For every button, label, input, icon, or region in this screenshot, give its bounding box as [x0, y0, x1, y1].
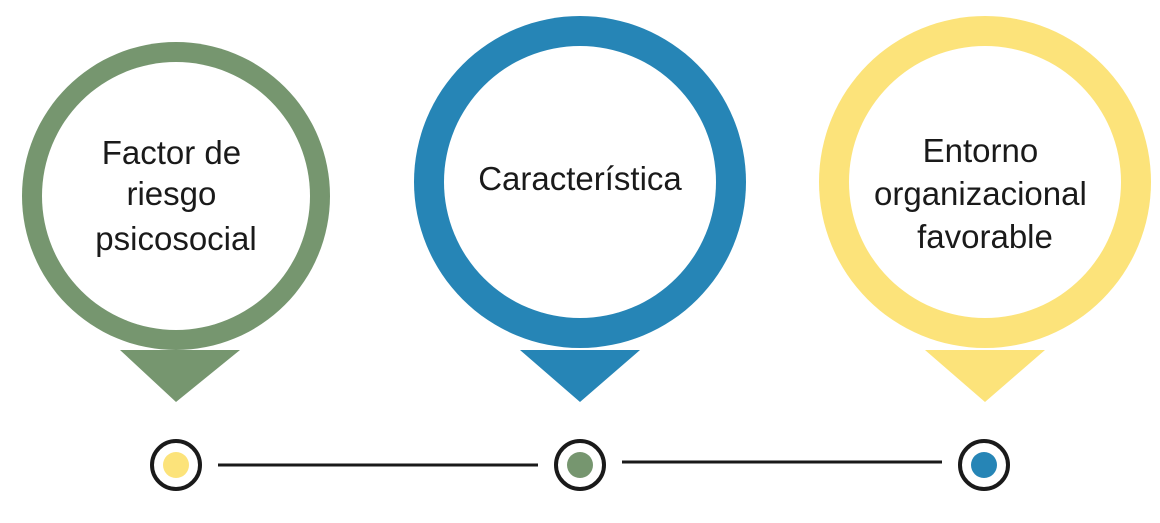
- timeline-marker-3: [958, 439, 1010, 491]
- pin-entorno-organizacional: Entorno organizacional favorable: [819, 16, 1151, 402]
- pin-caracteristica: Característica: [414, 16, 746, 402]
- pin-inner-circle: [444, 46, 716, 318]
- svg-text:Característica: Característica: [478, 160, 682, 197]
- pin-inner-circle: [42, 62, 310, 330]
- marker-dot: [163, 452, 189, 478]
- pin-factor-de-riesgo: Factor de riesgo psicosocial: [22, 42, 330, 402]
- svg-text:Factor de riesgo p: Factor de riesgo psicosocial: [95, 134, 256, 257]
- pin-label-line: psicosocial: [95, 220, 256, 257]
- pin-inner-circle: [849, 46, 1121, 318]
- pin-label-line: riesgo: [126, 175, 216, 212]
- timeline-marker-2: [554, 439, 606, 491]
- marker-dot: [971, 452, 997, 478]
- pin-label-line: organizacional: [874, 175, 1087, 212]
- pin-pointer: [925, 350, 1045, 402]
- pin-label-line: Característica: [478, 160, 682, 197]
- pin-label-line: Factor de: [102, 134, 241, 171]
- pin-pointer: [120, 350, 240, 402]
- pin-label-line: Entorno: [923, 132, 1039, 169]
- pin-label-line: favorable: [917, 218, 1053, 255]
- timeline-marker-1: [150, 439, 202, 491]
- marker-dot: [567, 452, 593, 478]
- pin-pointer: [520, 350, 640, 402]
- svg-text:Entorno organizacional: Entorno organizacional favorable: [874, 132, 1096, 255]
